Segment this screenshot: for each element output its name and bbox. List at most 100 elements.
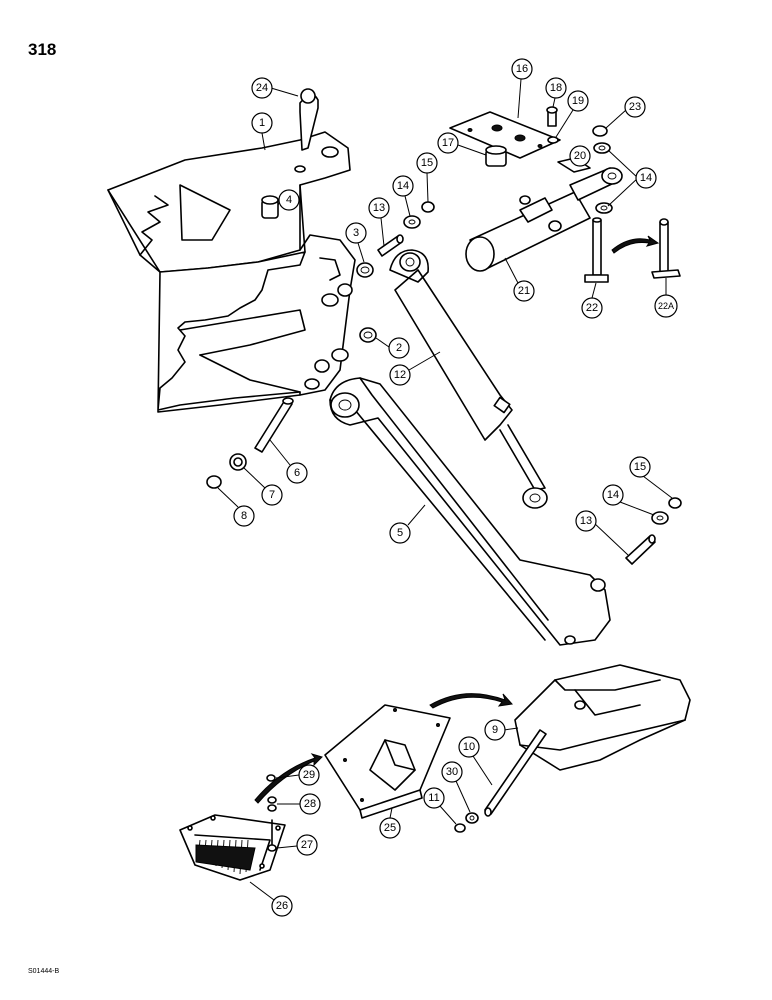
cylinder-12: [389, 249, 548, 509]
callout-4-label: 4: [286, 194, 292, 206]
callout-17-label: 17: [442, 137, 454, 149]
bushing-3: [356, 262, 374, 278]
callout-5-label: 5: [397, 527, 403, 539]
callout-8: [233, 505, 255, 527]
washer-28: [267, 796, 277, 812]
lock-bracket-20: [557, 157, 591, 173]
callout-16: [511, 58, 533, 80]
callout-22a-label: 22A: [658, 301, 674, 311]
callout-25-label: 25: [384, 822, 396, 834]
arrow-26-to-25: [254, 753, 323, 804]
pin-13-lower: [625, 534, 656, 565]
bushing-4: [261, 195, 279, 219]
ring-15-lower: [668, 497, 682, 509]
callout-3-label: 3: [353, 227, 359, 239]
washer-14-lower: [651, 511, 669, 525]
callout-22-label: 22: [586, 302, 598, 314]
bolt-27: [267, 819, 277, 852]
pad-9: [514, 664, 691, 771]
ring-8: [206, 475, 222, 489]
page-number: 318: [28, 40, 57, 59]
washer-30: [465, 812, 479, 824]
callout-4: [278, 189, 300, 211]
washer-7: [229, 453, 247, 471]
bolt-18: [546, 106, 558, 127]
callout-22: [581, 297, 603, 319]
callout-10-label: 10: [463, 741, 475, 753]
callout-14-lower-label: 14: [607, 489, 619, 501]
callout-16-label: 16: [516, 63, 528, 75]
callout-11-label: 11: [428, 792, 439, 804]
pin-10: [484, 729, 547, 817]
callout-17: [437, 132, 459, 154]
callout-13-lower-label: 13: [580, 515, 592, 527]
callout-29-label: 29: [303, 769, 315, 781]
callout-10: [458, 736, 480, 758]
callout-14-upper-label: 14: [397, 180, 409, 192]
callout-6-label: 6: [294, 467, 300, 479]
callouts: 24 1 4 3 2 13 14 15 17 16: [217, 58, 678, 917]
callout-22a: [654, 294, 678, 318]
callout-25: [379, 817, 401, 839]
callout-26-label: 26: [276, 900, 288, 912]
callout-14-right: [635, 167, 657, 189]
callout-26: [271, 895, 293, 917]
callout-18-label: 18: [550, 82, 562, 94]
bushing-2: [359, 327, 377, 343]
callout-30-label: 30: [446, 766, 458, 778]
callout-29: [298, 764, 320, 786]
callout-13-lower: [575, 510, 597, 532]
ring-15-upper: [421, 201, 435, 213]
callout-11: [423, 787, 445, 809]
rubber-pad-26: [179, 814, 286, 881]
figure-code: S01444-B: [28, 968, 60, 975]
callout-15-upper-label: 15: [421, 157, 433, 169]
callout-3: [345, 222, 367, 244]
arrow-22-to-22a: [611, 235, 660, 254]
callout-20: [569, 145, 591, 167]
callout-24: [251, 77, 273, 99]
callout-7: [261, 484, 283, 506]
callout-1-label: 1: [259, 117, 265, 129]
arrow-25-to-9: [429, 693, 513, 709]
callout-19: [567, 90, 589, 112]
callout-24-label: 24: [256, 82, 268, 94]
callout-28-label: 28: [304, 798, 316, 810]
washer-14-upper: [403, 215, 421, 229]
callout-14-right-label: 14: [640, 172, 652, 184]
callout-5: [389, 522, 411, 544]
callout-21: [513, 280, 535, 302]
callout-27-label: 27: [301, 839, 313, 851]
ring-23: [592, 125, 608, 137]
pin-22a: [651, 218, 681, 279]
callout-12-label: 12: [394, 369, 406, 381]
callout-28: [299, 793, 321, 815]
washer-19: [547, 136, 559, 144]
callout-9: [484, 719, 506, 741]
callout-2-label: 2: [396, 342, 402, 354]
callout-27: [296, 834, 318, 856]
callout-19-label: 19: [572, 95, 584, 107]
callout-2: [388, 337, 410, 359]
callout-14-lower: [602, 484, 624, 506]
washer-14-right-a: [593, 142, 611, 154]
callout-20-label: 20: [574, 150, 586, 162]
callout-13-upper-label: 13: [373, 202, 385, 214]
pin-6: [254, 397, 294, 453]
boom-5: [329, 377, 611, 646]
callout-15-lower-label: 15: [634, 461, 646, 473]
callout-18: [545, 77, 567, 99]
callout-9-label: 9: [492, 724, 498, 736]
nut-29: [266, 774, 276, 782]
callout-23-label: 23: [629, 101, 641, 113]
swing-tower: [107, 131, 356, 413]
ring-11: [454, 823, 466, 833]
callout-15-lower: [629, 456, 651, 478]
callout-12: [389, 364, 411, 386]
callout-6: [286, 462, 308, 484]
pin-13-upper: [377, 234, 404, 257]
callout-30: [441, 761, 463, 783]
callout-13-upper: [368, 197, 390, 219]
callout-14-upper: [392, 175, 414, 197]
